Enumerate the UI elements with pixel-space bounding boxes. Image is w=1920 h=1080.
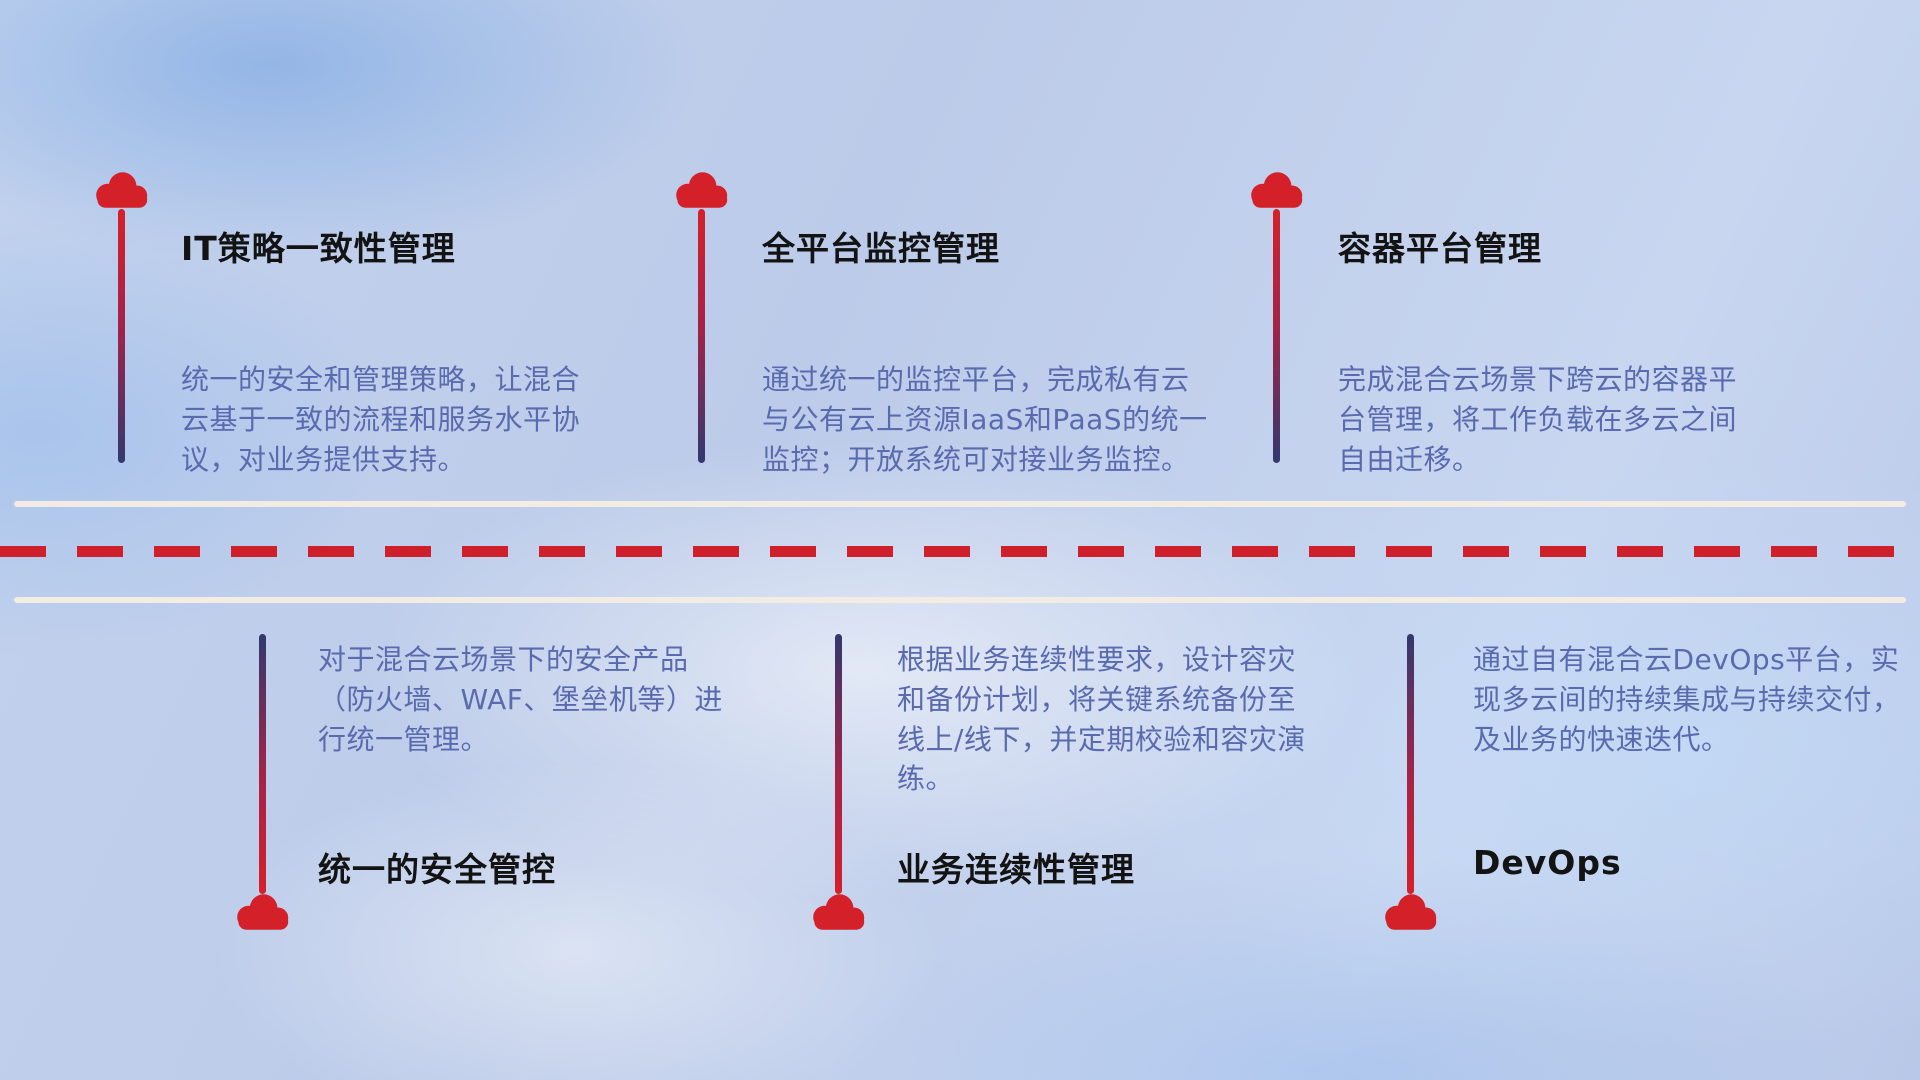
road-bottom-line — [14, 597, 1906, 603]
cloud-icon — [813, 894, 865, 930]
road-center-dashed-line — [0, 546, 1920, 557]
capability-description: 通过自有混合云DevOps平台，实现多云间的持续集成与持续交付，及业务的快速迭代… — [1473, 643, 1901, 756]
capability-title: IT策略一致性管理 — [181, 229, 456, 268]
capability-title: 业务连续性管理 — [897, 850, 1135, 889]
capability-description: 根据业务连续性要求，设计容灾和备份计划，将关键系统备份至线上/线下，并定期校验和… — [897, 643, 1306, 796]
road-top-line — [14, 501, 1906, 507]
timeline-pin — [1273, 209, 1280, 463]
cloud-icon — [1251, 172, 1303, 208]
capability-description: 对于混合云场景下的安全产品（防火墙、WAF、堡垒机等）进行统一管理。 — [318, 643, 723, 756]
timeline-pin — [118, 209, 125, 463]
cloud-icon — [237, 894, 289, 930]
timeline-pin — [259, 634, 266, 894]
capability-title: DevOps — [1473, 843, 1622, 882]
capability-title: 容器平台管理 — [1338, 229, 1542, 268]
capability-description: 完成混合云场景下跨云的容器平台管理，将工作负载在多云之间自由迁移。 — [1338, 363, 1738, 476]
capability-description: 统一的安全和管理策略，让混合云基于一致的流程和服务水平协议，对业务提供支持。 — [181, 363, 581, 476]
timeline-pin — [835, 634, 842, 894]
capability-description: 通过统一的监控平台，完成私有云与公有云上资源IaaS和PaaS的统一监控；开放系… — [762, 363, 1208, 476]
cloud-icon — [1385, 894, 1437, 930]
capability-title: 全平台监控管理 — [762, 229, 1000, 268]
cloud-icon — [96, 172, 148, 208]
timeline-pin — [1407, 634, 1414, 894]
timeline-pin — [698, 209, 705, 463]
capability-title: 统一的安全管控 — [318, 850, 556, 889]
cloud-icon — [676, 172, 728, 208]
